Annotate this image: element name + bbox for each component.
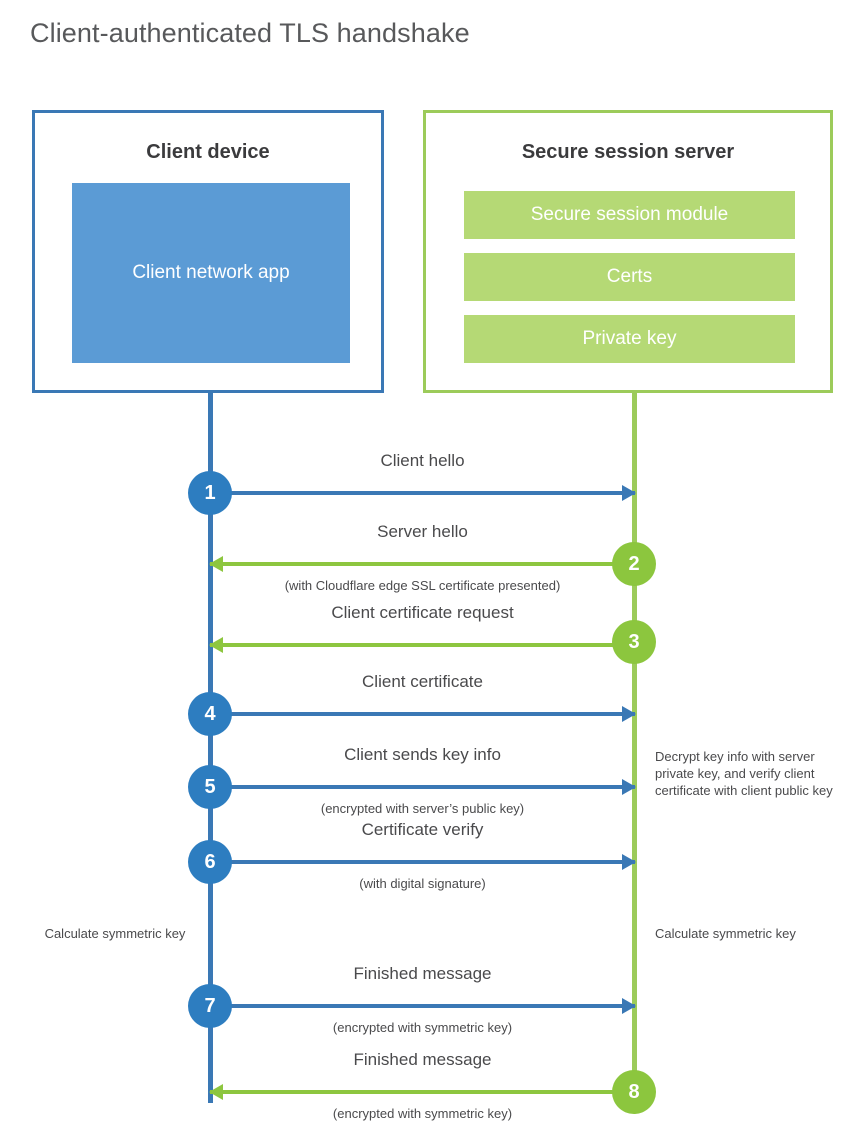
message-5-arrowhead-right-icon (622, 779, 636, 795)
message-7-line (210, 1004, 635, 1008)
message-6-subtext: (with digital signature) (359, 876, 486, 891)
step-circle-8: 8 (612, 1070, 656, 1114)
client-device-box: Client device Client network app (32, 110, 384, 393)
client-lifeline (208, 393, 213, 1103)
message-7-label: Finished message (353, 964, 492, 983)
secure-session-server-title: Secure session server (521, 141, 735, 163)
message-2-arrowhead-left-icon (209, 556, 223, 572)
message-4-label: Client certificate (362, 672, 483, 691)
message-2-line (210, 562, 635, 566)
step-circle-4: 4 (188, 692, 232, 736)
message-2-subtext: (with Cloudflare edge SSL certificate pr… (284, 578, 561, 593)
message-3-label: Client certificate request (331, 603, 514, 622)
server-item-certs: Certs (464, 253, 795, 301)
step-circle-1: 1 (188, 471, 232, 515)
message-6-arrowhead-right-icon (622, 854, 636, 870)
message-5-subtext: (encrypted with server’s public key) (320, 801, 525, 816)
step-circle-3: 3 (612, 620, 656, 664)
message-8-arrowhead-left-icon (209, 1084, 223, 1100)
step-circle-6: 6 (188, 840, 232, 884)
message-4-line (210, 712, 635, 716)
message-8-line (210, 1090, 635, 1094)
note-calculate-symmetric-key-server: Calculate symmetric key (655, 926, 796, 941)
server-item-secure-session-module: Secure session module (464, 191, 795, 239)
message-1-label: Client hello (380, 451, 465, 470)
step-circle-2: 2 (612, 542, 656, 586)
message-7-subtext: (encrypted with symmetric key) (332, 1020, 513, 1035)
note-calculate-symmetric-key-client: Calculate symmetric key (44, 926, 186, 941)
message-5-line (210, 785, 635, 789)
message-6-label: Certificate verify (361, 820, 484, 839)
message-7-arrowhead-right-icon (622, 998, 636, 1014)
server-lifeline (632, 393, 637, 1103)
client-network-app-block: Client network app (72, 183, 350, 363)
step-circle-5: 5 (188, 765, 232, 809)
page-title: Client-authenticated TLS handshake (30, 18, 470, 48)
secure-session-server-box: Secure session server Secure session mod… (423, 110, 833, 393)
message-8-subtext: (encrypted with symmetric key) (332, 1106, 513, 1121)
message-1-line (210, 491, 635, 495)
note-decrypt-key-info: Decrypt key info with server private key… (655, 749, 833, 798)
message-4-arrowhead-right-icon (622, 706, 636, 722)
message-2-label: Server hello (377, 522, 468, 541)
step-circle-7: 7 (188, 984, 232, 1028)
message-3-line (210, 643, 635, 647)
message-8-label: Finished message (353, 1050, 492, 1069)
message-1-arrowhead-right-icon (622, 485, 636, 501)
message-5-label: Client sends key info (344, 745, 501, 764)
client-device-title: Client device (146, 141, 270, 163)
message-6-line (210, 860, 635, 864)
server-item-private-key: Private key (464, 315, 795, 363)
message-3-arrowhead-left-icon (209, 637, 223, 653)
